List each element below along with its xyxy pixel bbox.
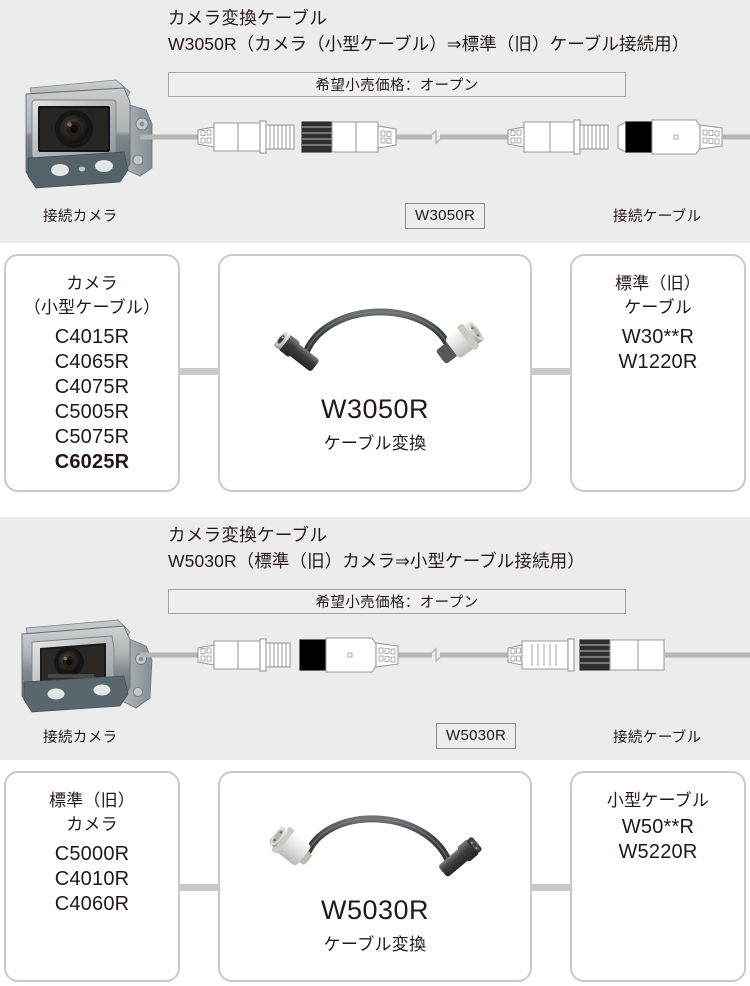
header-line-2: W3050R（カメラ（小型ケーブル）⇒標準（旧）ケーブル接続用） bbox=[168, 34, 690, 54]
code-item: W5220R bbox=[618, 841, 698, 863]
code-item: C4010R bbox=[54, 868, 130, 890]
section-header-w3050r: カメラ変換ケーブル W3050R（カメラ（小型ケーブル）⇒標準（旧）ケーブル接続… bbox=[168, 6, 689, 58]
standard-camera-photo bbox=[10, 614, 170, 724]
price-box-w5030r: 希望小売価格：オープン bbox=[168, 589, 626, 614]
code-item: C4065R bbox=[54, 351, 130, 373]
flow-link-left-2 bbox=[170, 884, 225, 891]
price-box-w3050r: 希望小売価格：オープン bbox=[168, 72, 626, 97]
code-item: C4075R bbox=[54, 376, 130, 398]
card-head-line2: カメラ bbox=[66, 815, 118, 834]
card-product-w3050r: W3050R ケーブル変換 bbox=[218, 254, 532, 492]
card-head-line2: （小型ケーブル） bbox=[23, 298, 161, 317]
code-item: W50**R bbox=[621, 816, 695, 838]
label-connected-camera-2: 接続カメラ bbox=[43, 730, 118, 746]
card-compatible-cameras-2: 標準（旧） カメラ C5000R C4010R C4060R bbox=[4, 771, 180, 982]
card-compatible-cables-1: 標準（旧） ケーブル W30**R W1220R bbox=[570, 254, 746, 492]
product-subtitle-w3050r: ケーブル変換 bbox=[323, 434, 427, 453]
code-item: C4015R bbox=[54, 326, 130, 348]
card-compatible-cameras-1: カメラ （小型ケーブル） C4015R C4065R C4075R C5005R… bbox=[4, 254, 180, 492]
flow-link-right-2 bbox=[525, 884, 580, 891]
card-head-line1: カメラ bbox=[66, 274, 118, 293]
code-item: C5075R bbox=[54, 426, 130, 448]
header-line-2: W5030R（標準（旧）カメラ⇒小型ケーブル接続用） bbox=[168, 551, 585, 571]
section-header-w5030r: カメラ変換ケーブル W5030R（標準（旧）カメラ⇒小型ケーブル接続用） bbox=[168, 523, 585, 575]
cable-diagram-w5030r bbox=[140, 637, 750, 673]
code-item: C5000R bbox=[54, 843, 130, 865]
header-line-1: カメラ変換ケーブル bbox=[168, 525, 328, 545]
card-head-line1: 小型ケーブル bbox=[606, 791, 710, 810]
product-title-w3050r: W3050R bbox=[320, 394, 430, 424]
label-connected-cable-2: 接続ケーブル bbox=[613, 730, 702, 746]
flow-link-left-1 bbox=[170, 368, 225, 375]
cable-diagram-w3050r bbox=[140, 119, 750, 155]
product-subtitle-w5030r: ケーブル変換 bbox=[323, 935, 427, 954]
cable-photo-w5030r bbox=[268, 795, 484, 910]
code-item: W1220R bbox=[618, 351, 698, 373]
code-list-1: C4015R C4065R C4075R C5005R C5075R C6025… bbox=[6, 325, 178, 475]
cable-photo-w3050r bbox=[270, 286, 484, 401]
card-head-line2: ケーブル bbox=[624, 298, 692, 317]
code-list-2: W30**R W1220R bbox=[572, 325, 744, 375]
code-item: C4060R bbox=[54, 893, 130, 915]
card-product-w5030r: W5030R ケーブル変換 bbox=[218, 771, 532, 982]
code-item: W30**R bbox=[621, 326, 695, 348]
label-connected-cable-1: 接続ケーブル bbox=[613, 209, 702, 225]
code-list-4: W50**R W5220R bbox=[572, 815, 744, 865]
code-item: C5005R bbox=[54, 401, 130, 423]
flow-link-right-1 bbox=[525, 368, 580, 375]
card-head-line1: 標準（旧） bbox=[49, 791, 135, 810]
label-connected-camera-1: 接続カメラ bbox=[43, 209, 118, 225]
badge-w3050r: W3050R bbox=[405, 203, 486, 229]
compact-camera-photo bbox=[12, 72, 164, 196]
header-line-1: カメラ変換ケーブル bbox=[168, 8, 328, 28]
card-head-line1: 標準（旧） bbox=[615, 274, 701, 293]
code-list-3: C5000R C4010R C4060R bbox=[6, 842, 178, 917]
card-compatible-cables-2: 小型ケーブル W50**R W5220R bbox=[570, 771, 746, 982]
code-item: C6025R bbox=[54, 451, 130, 473]
product-title-w5030r: W5030R bbox=[320, 895, 430, 925]
badge-w5030r: W5030R bbox=[436, 723, 517, 749]
